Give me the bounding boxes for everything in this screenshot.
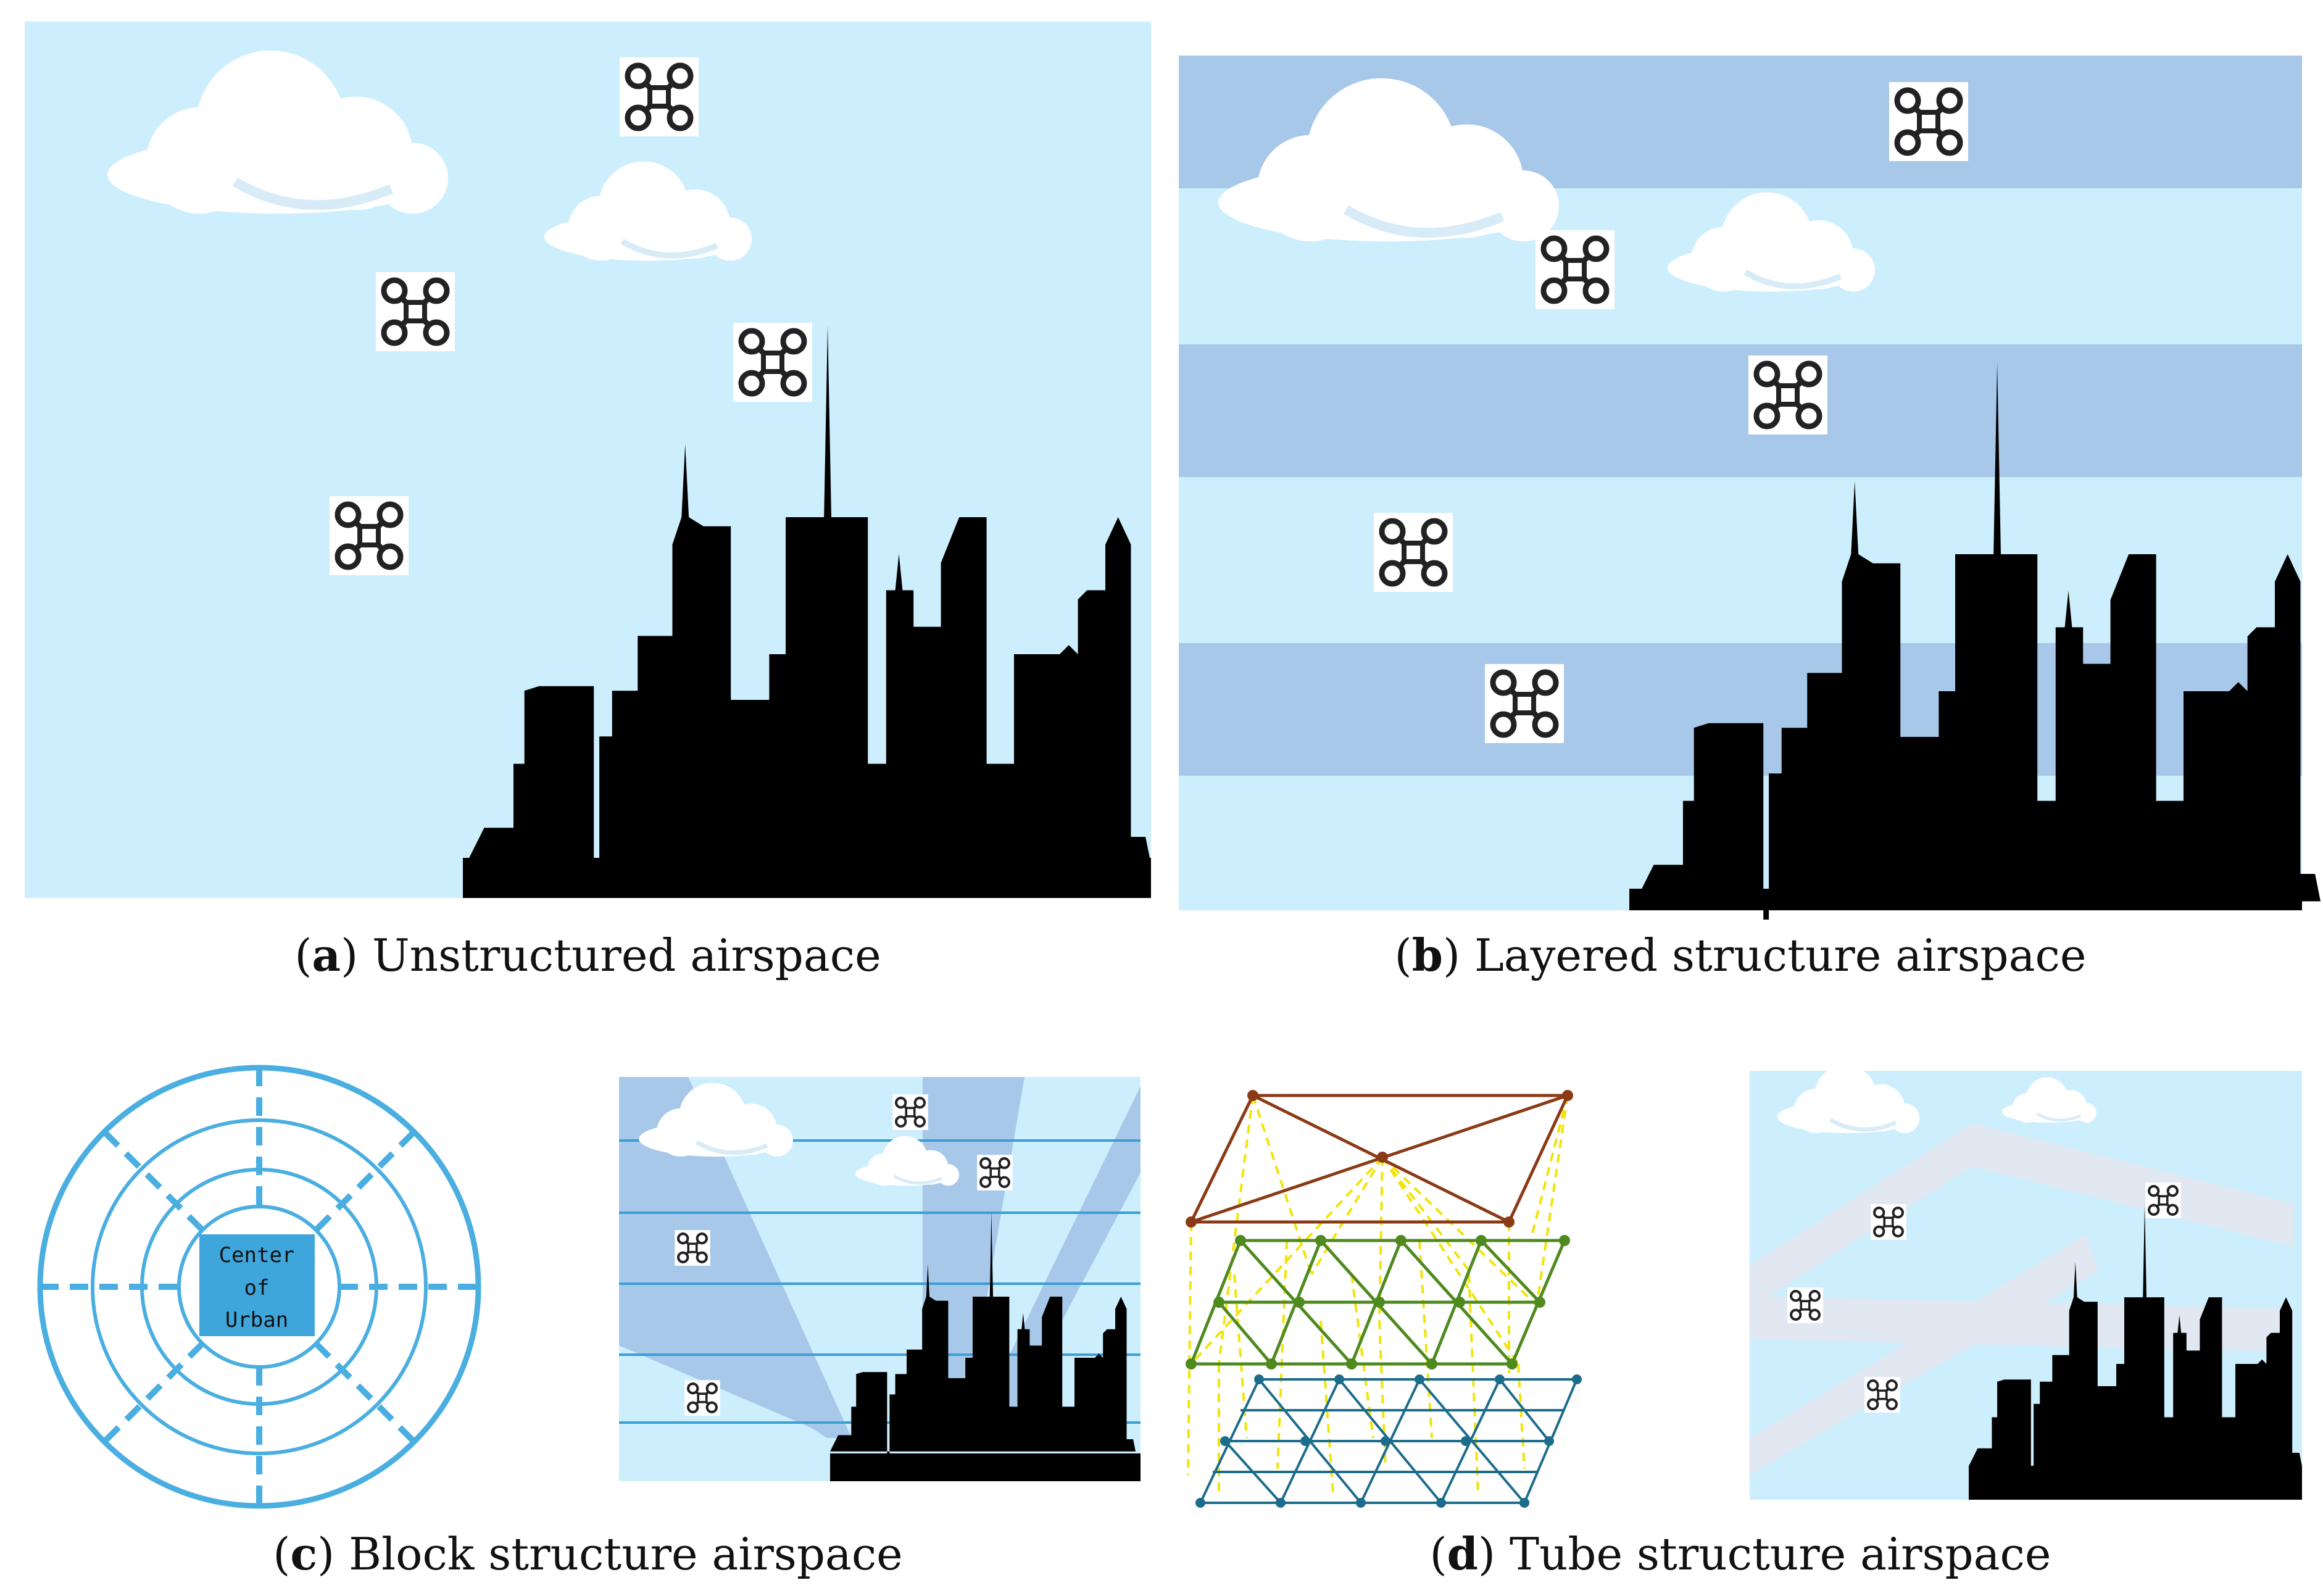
caption-a-title: Unstructured airspace [372, 929, 881, 981]
block-airspace-scene [619, 1077, 1141, 1481]
drone-icon [1871, 1204, 1906, 1240]
caption-d-letter: d [1447, 1527, 1478, 1580]
drone-icon [1748, 355, 1827, 434]
caption-d: (d) Tube structure airspace [1429, 1527, 2051, 1580]
drone-icon [892, 1094, 928, 1130]
drone-icon [1889, 82, 1968, 161]
panel-c-block-airspace: Center of Urban [37, 1065, 1141, 1509]
drone-icon [684, 1380, 720, 1416]
drone-icon [1485, 664, 1564, 743]
center-label-line-2: of [244, 1276, 270, 1300]
center-box [199, 1234, 315, 1336]
center-label-line-1: Center [219, 1243, 295, 1268]
caption-a: (a) Unstructured airspace [294, 929, 881, 981]
drone-icon [1864, 1377, 1900, 1413]
tube-airspace-scene [1750, 1065, 2302, 1500]
drone-icon [1787, 1287, 1823, 1323]
caption-c: (c) Block structure airspace [273, 1527, 903, 1580]
drone-icon [977, 1155, 1013, 1191]
caption-d-title: Tube structure airspace [1509, 1528, 2051, 1580]
drone-icon [620, 57, 699, 136]
panel-b-layered-airspace [1179, 56, 2321, 920]
tube-network-diagram [1186, 1090, 1582, 1508]
block-ring-diagram [37, 1065, 481, 1509]
caption-b-letter: b [1411, 929, 1443, 981]
drone-icon [330, 496, 409, 575]
drone-icon [376, 272, 455, 351]
caption-b: (b) Layered structure airspace [1394, 929, 2087, 981]
drone-icon [1536, 230, 1614, 309]
panel-a-unstructured-airspace [25, 22, 1151, 898]
drone-icon [675, 1230, 710, 1266]
panel-d-tube-airspace [1186, 1065, 2302, 1508]
caption-a-letter: a [312, 929, 341, 981]
drone-icon [733, 323, 812, 402]
drone-icon [2145, 1182, 2181, 1218]
center-label-line-3: Urban [225, 1308, 288, 1332]
airspace-layer [1179, 344, 2302, 477]
caption-b-title: Layered structure airspace [1474, 929, 2087, 981]
caption-c-letter: c [290, 1527, 318, 1580]
caption-c-title: Block structure airspace [349, 1528, 903, 1580]
drone-icon [1374, 513, 1453, 592]
